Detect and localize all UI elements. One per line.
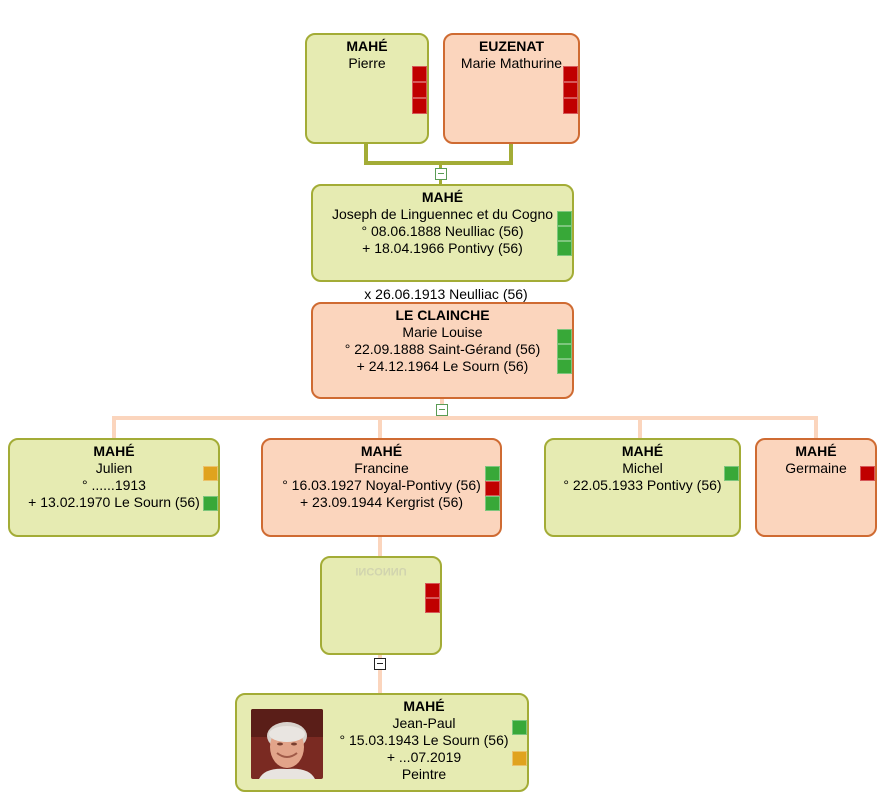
person-given-name: Pierre bbox=[348, 55, 386, 71]
collapse-grandchild-icon[interactable] bbox=[374, 658, 386, 670]
collapse-children-icon[interactable] bbox=[436, 404, 448, 416]
parents-link-bar bbox=[364, 161, 513, 165]
person-card-subject[interactable]: MAHÉ Joseph de Linguennec et du Cogno ° … bbox=[311, 184, 574, 282]
source-flag-icon[interactable] bbox=[425, 583, 440, 598]
person-card-grandchild[interactable]: MAHÉ Jean-Paul ° 15.03.1943 Le Sourn (56… bbox=[235, 693, 529, 792]
person-card-mother[interactable]: EUZENAT Marie Mathurine bbox=[443, 33, 580, 144]
person-given-name: Francine bbox=[354, 460, 409, 476]
source-flag-icon[interactable] bbox=[557, 344, 572, 359]
francine-link-down bbox=[378, 536, 382, 558]
source-flag-icon[interactable] bbox=[557, 241, 572, 256]
person-surname: EUZENAT bbox=[478, 38, 545, 54]
source-flag-icon[interactable] bbox=[485, 481, 500, 496]
person-card-unknown-partner[interactable]: INCONNU bbox=[320, 556, 442, 655]
unknown-name: INCONNU bbox=[355, 565, 407, 577]
marriage-info: x 26.06.1913 Neulliac (56) bbox=[364, 286, 528, 302]
children-link-francine bbox=[378, 416, 382, 440]
source-flag-icon[interactable] bbox=[512, 751, 527, 766]
source-flag-icon[interactable] bbox=[557, 226, 572, 241]
person-given-name: Jean-Paul bbox=[392, 715, 456, 731]
source-flag-icon[interactable] bbox=[203, 496, 218, 511]
person-given-name: Michel bbox=[622, 460, 663, 476]
person-surname: MAHÉ bbox=[795, 443, 837, 459]
person-given-name: Marie Mathurine bbox=[460, 55, 563, 71]
death-info: + 23.09.1944 Kergrist (56) bbox=[299, 494, 464, 510]
birth-info: ° 22.05.1933 Pontivy (56) bbox=[563, 477, 722, 493]
person-card-spouse[interactable]: LE CLAINCHE Marie Louise ° 22.09.1888 Sa… bbox=[311, 302, 574, 399]
person-card-child[interactable]: MAHÉ Germaine bbox=[755, 438, 877, 537]
person-card-child[interactable]: MAHÉ Julien ° ......1913 + 13.02.1970 Le… bbox=[8, 438, 220, 537]
birth-info: ° 16.03.1927 Noyal-Pontivy (56) bbox=[282, 477, 481, 493]
person-surname: MAHÉ bbox=[403, 698, 445, 714]
person-given-name: Joseph de Linguennec et du Cogno bbox=[331, 206, 554, 222]
death-info: + 18.04.1966 Pontivy (56) bbox=[362, 240, 523, 256]
person-card-father[interactable]: MAHÉ Pierre bbox=[305, 33, 429, 144]
children-link-germaine bbox=[814, 416, 818, 440]
source-flag-icon[interactable] bbox=[557, 359, 572, 374]
birth-info: ° 22.09.1888 Saint-Gérand (56) bbox=[344, 341, 541, 357]
source-flag-icon[interactable] bbox=[412, 82, 427, 98]
source-flag-icon[interactable] bbox=[563, 66, 578, 82]
source-flag-icon[interactable] bbox=[557, 329, 572, 344]
source-flag-icon[interactable] bbox=[485, 496, 500, 511]
person-given-name: Julien bbox=[95, 460, 133, 476]
collapse-parents-icon[interactable] bbox=[435, 168, 447, 180]
person-surname: MAHÉ bbox=[421, 189, 464, 205]
person-surname: MAHÉ bbox=[346, 38, 388, 54]
grandchild-link bbox=[378, 654, 382, 696]
source-flag-icon[interactable] bbox=[485, 466, 500, 481]
parents-link-right bbox=[509, 142, 513, 164]
children-link-bar bbox=[112, 416, 818, 420]
death-info: + ...07.2019 bbox=[386, 749, 462, 765]
death-info: + 24.12.1964 Le Sourn (56) bbox=[356, 358, 529, 374]
source-flag-icon[interactable] bbox=[203, 466, 218, 481]
children-link-michel bbox=[638, 416, 642, 440]
source-flag-icon[interactable] bbox=[557, 211, 572, 226]
person-surname: MAHÉ bbox=[93, 443, 135, 459]
death-info: + 13.02.1970 Le Sourn (56) bbox=[28, 494, 200, 510]
birth-info: ° ......1913 bbox=[82, 477, 146, 493]
person-surname: MAHÉ bbox=[360, 443, 403, 459]
source-flag-icon[interactable] bbox=[412, 98, 427, 114]
source-flag-icon[interactable] bbox=[412, 66, 427, 82]
person-surname: LE CLAINCHE bbox=[395, 307, 490, 323]
source-flag-icon[interactable] bbox=[724, 466, 739, 481]
person-card-child[interactable]: MAHÉ Francine ° 16.03.1927 Noyal-Pontivy… bbox=[261, 438, 502, 537]
source-flag-icon[interactable] bbox=[860, 466, 875, 481]
source-flag-icon[interactable] bbox=[563, 98, 578, 114]
person-card-child[interactable]: MAHÉ Michel ° 22.05.1933 Pontivy (56) bbox=[544, 438, 741, 537]
source-flag-icon[interactable] bbox=[425, 598, 440, 613]
person-surname: MAHÉ bbox=[621, 443, 664, 459]
occupation: Peintre bbox=[401, 766, 447, 782]
birth-info: ° 08.06.1888 Neulliac (56) bbox=[361, 223, 524, 239]
portrait-photo-icon[interactable] bbox=[251, 709, 323, 779]
source-flag-icon[interactable] bbox=[563, 82, 578, 98]
person-given-name: Germaine bbox=[785, 460, 847, 476]
children-link-julien bbox=[112, 416, 116, 440]
birth-info: ° 15.03.1943 Le Sourn (56) bbox=[339, 732, 509, 748]
person-given-name: Marie Louise bbox=[402, 324, 483, 340]
parents-link-left bbox=[364, 142, 368, 164]
source-flag-icon[interactable] bbox=[512, 720, 527, 735]
